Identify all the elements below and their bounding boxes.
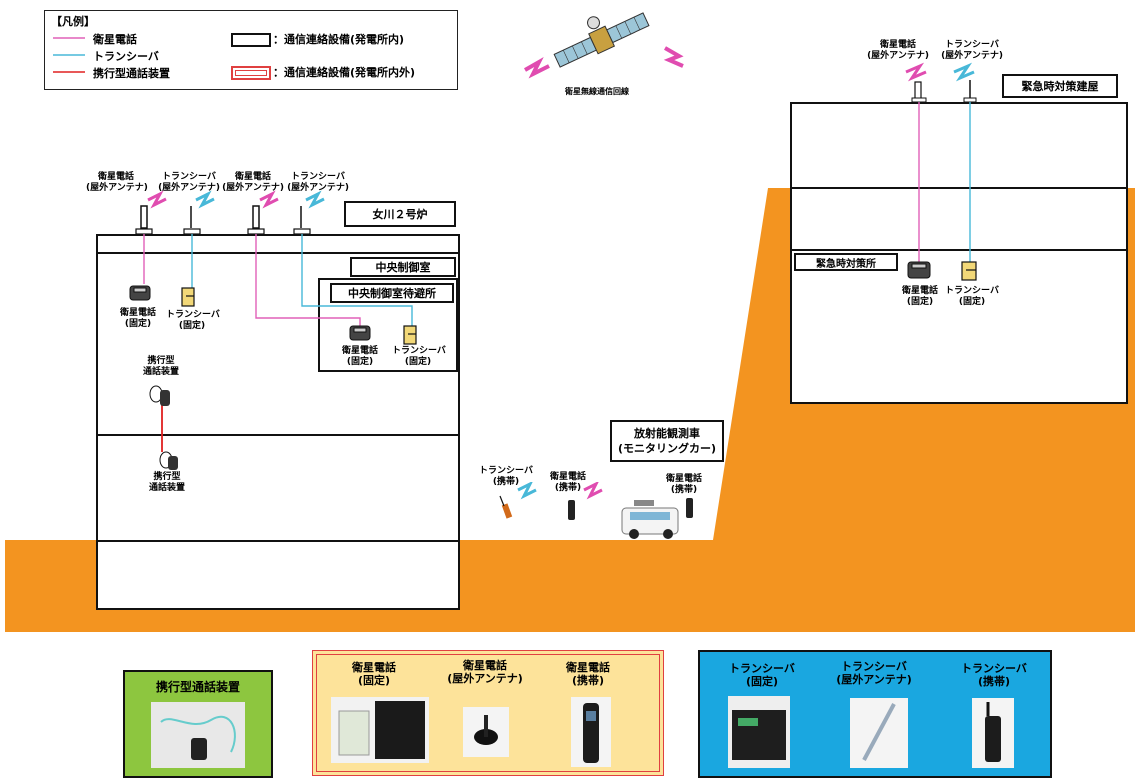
emg-ant-label-2: トランシーバ(屋外アンテナ) — [938, 40, 1006, 62]
dev-label-satphone-1: 衛星電話(固定) — [116, 308, 160, 330]
trx-antenna-photo — [850, 698, 908, 768]
sat-phone-fixed-2 — [350, 326, 370, 340]
emg-dev-label-sat: 衛星電話(固定) — [898, 286, 942, 308]
satellite-icon — [515, 0, 695, 95]
emg-ant-label-1: 衛星電話(屋外アンテナ) — [866, 40, 930, 62]
emg-signal-sat — [906, 66, 926, 78]
trx-portable-photo — [972, 698, 1014, 768]
sat-fixed-photo — [331, 697, 429, 763]
emg-transceiver-fixed — [962, 262, 976, 280]
panel-portable-comm: 携行型通話装置 — [123, 670, 273, 778]
panel-trx-item-2: トランシーバ(屋外アンテナ) — [824, 660, 924, 686]
field-sat1-device — [568, 500, 575, 520]
panel-satphone: 衛星電話(固定) 衛星電話(屋外アンテナ) 衛星電話(携帯) — [312, 650, 664, 776]
sat-phone-fixed-1 — [130, 286, 150, 300]
field-sat2-device — [686, 498, 693, 518]
emg-dev-label-trx: トランシーバ(固定) — [944, 286, 1000, 308]
onagawa-wiring — [0, 0, 470, 520]
dev-label-satphone-2: 衛星電話(固定) — [338, 346, 382, 368]
antenna-signal-2 — [196, 194, 214, 205]
monitoring-car-icon — [622, 500, 678, 539]
panel-portable-title: 携行型通話装置 — [125, 681, 271, 694]
transceiver-fixed-1 — [182, 288, 194, 306]
antenna-signal-3 — [260, 194, 278, 205]
emg-sat-phone-fixed — [908, 262, 930, 278]
portable-device-top — [150, 386, 170, 406]
transceiver-fixed-2 — [404, 326, 416, 344]
field-trx-device — [500, 496, 512, 519]
field-sat1-signal — [584, 484, 602, 496]
trx-fixed-photo — [728, 696, 790, 768]
emergency-wiring — [880, 60, 1000, 320]
panel-trx-item-3: トランシーバ(携帯) — [954, 662, 1034, 688]
emergency-building-title: 緊急時対策建屋 — [1002, 74, 1118, 98]
antenna-signal-4 — [306, 194, 324, 205]
sat-antenna-photo — [463, 707, 509, 757]
field-devices — [490, 482, 700, 542]
monitoring-car-label: 放射能観測車(モニタリングカー) — [610, 420, 724, 462]
satellite-caption: 衛星無線通信回線 — [552, 86, 642, 97]
field-trx-signal — [518, 484, 536, 496]
antenna-signal-1 — [148, 194, 166, 205]
panel-transceiver: トランシーバ(固定) トランシーバ(屋外アンテナ) トランシーバ(携帯) — [698, 650, 1052, 778]
dev-label-transceiver-2: トランシーバ(固定) — [392, 346, 444, 368]
sat-portable-photo — [571, 697, 611, 767]
dev-label-transceiver-1: トランシーバ(固定) — [166, 310, 218, 332]
panel-sat-item-3: 衛星電話(携帯) — [553, 661, 623, 687]
floor-line-3 — [96, 540, 460, 542]
portable-label-top: 携行型通話装置 — [138, 356, 184, 378]
portable-comm-photo — [151, 702, 245, 768]
portable-label-bottom: 携行型通話装置 — [144, 472, 190, 494]
panel-sat-item-1: 衛星電話(固定) — [339, 661, 409, 687]
portable-device-bottom — [160, 452, 178, 470]
panel-trx-item-1: トランシーバ(固定) — [722, 662, 802, 688]
panel-sat-item-2: 衛星電話(屋外アンテナ) — [435, 659, 535, 685]
emg-signal-trx — [954, 66, 974, 78]
